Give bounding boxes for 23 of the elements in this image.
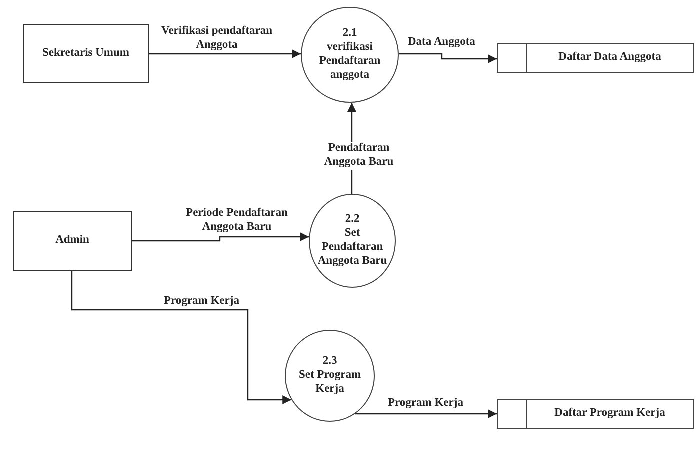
arrow	[71, 271, 292, 404]
edge-label: Program Kerja	[163, 295, 240, 309]
arrow	[132, 232, 310, 242]
node-label: Sekretaris Umum	[42, 46, 130, 60]
node-label: Admin	[56, 234, 90, 248]
node-label: Daftar Program Kerja	[554, 407, 666, 421]
arrow	[355, 410, 497, 418]
edge-label: Verifikasi pendaftaran Anggota	[160, 25, 274, 53]
arrow	[399, 53, 497, 64]
edge-label: Data Anggota	[407, 36, 476, 50]
process-number: 2.2	[345, 213, 360, 228]
node-label: Set Pendaftaran Anggota Baru	[316, 227, 388, 269]
data-store-box	[497, 399, 694, 429]
process-number: 2.3	[322, 355, 338, 370]
node-label: Set Program Kerja	[298, 369, 362, 397]
external-entity-box	[13, 211, 132, 271]
arrow	[149, 50, 301, 58]
external-entity-box	[23, 24, 149, 83]
node-label: verifikasi Pendaftaran anggota	[318, 41, 382, 83]
edge-label: Program Kerja	[387, 397, 464, 411]
process-number: 2.1	[342, 27, 358, 42]
node-label: Daftar Data Anggota	[558, 51, 662, 65]
data-store-box	[497, 43, 694, 73]
